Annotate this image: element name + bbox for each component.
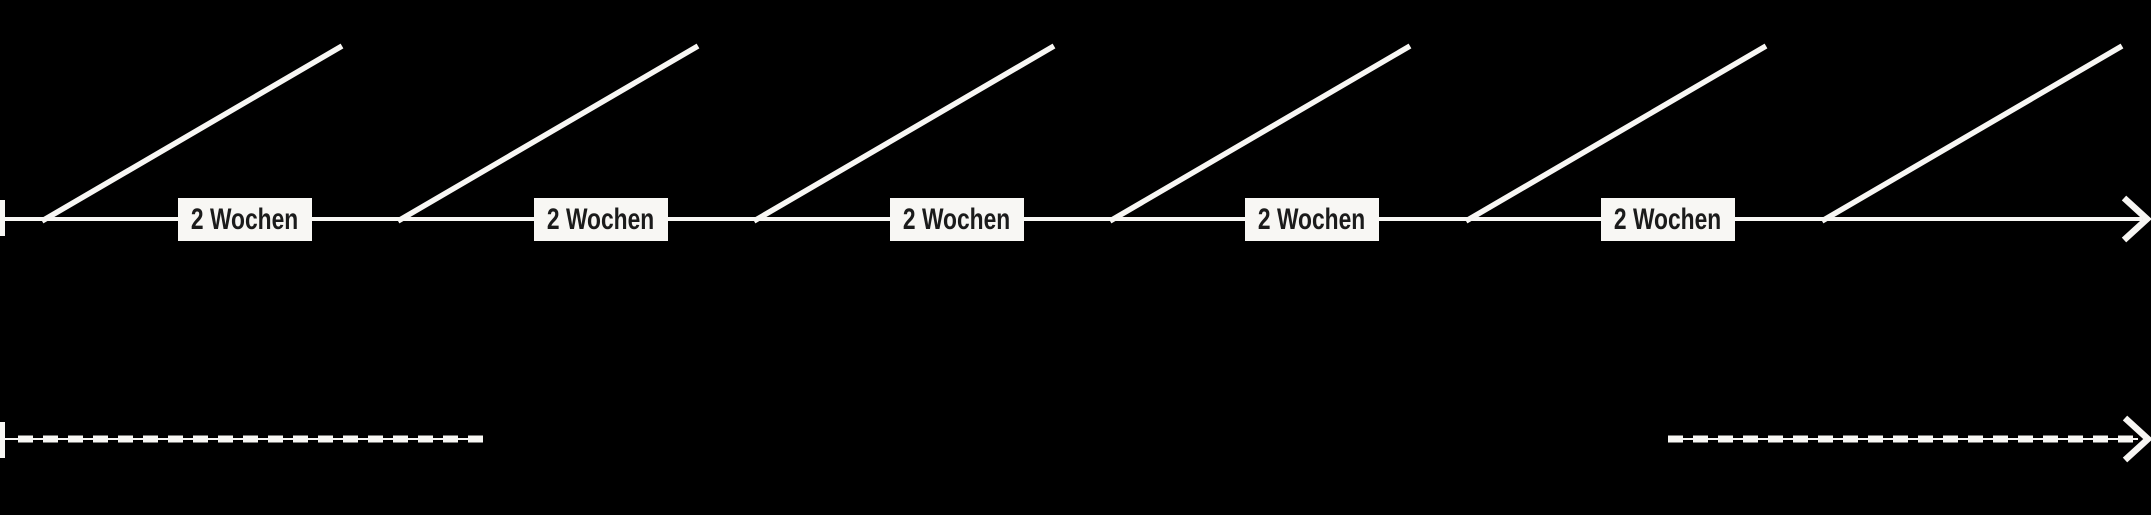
- sprint-diagonal-line-4: [1108, 43, 1412, 224]
- interval-label-text: 2 Wochen: [1258, 202, 1366, 236]
- interval-label-4: 2 Wochen: [1245, 198, 1379, 241]
- interval-label-1: 2 Wochen: [178, 198, 312, 241]
- timeline-arrowhead-icon: [2121, 195, 2151, 243]
- interval-label-text: 2 Wochen: [547, 202, 655, 236]
- sprint-diagonal-line-6: [1820, 43, 2124, 224]
- interval-label-5: 2 Wochen: [1601, 198, 1735, 241]
- sprint-diagonal-line-5: [1464, 43, 1768, 224]
- interval-label-text: 2 Wochen: [1614, 202, 1722, 236]
- interval-label-text: 2 Wochen: [191, 202, 299, 236]
- sprint-diagonal-line-3: [752, 43, 1056, 224]
- sprint-diagonal-line-1: [40, 43, 344, 224]
- sprint-diagonal-line-2: [396, 43, 700, 224]
- interval-label-3: 2 Wochen: [890, 198, 1024, 241]
- dashed-line-arrowhead-icon: [2122, 415, 2151, 463]
- interval-label-text: 2 Wochen: [903, 202, 1011, 236]
- interval-label-2: 2 Wochen: [534, 198, 668, 241]
